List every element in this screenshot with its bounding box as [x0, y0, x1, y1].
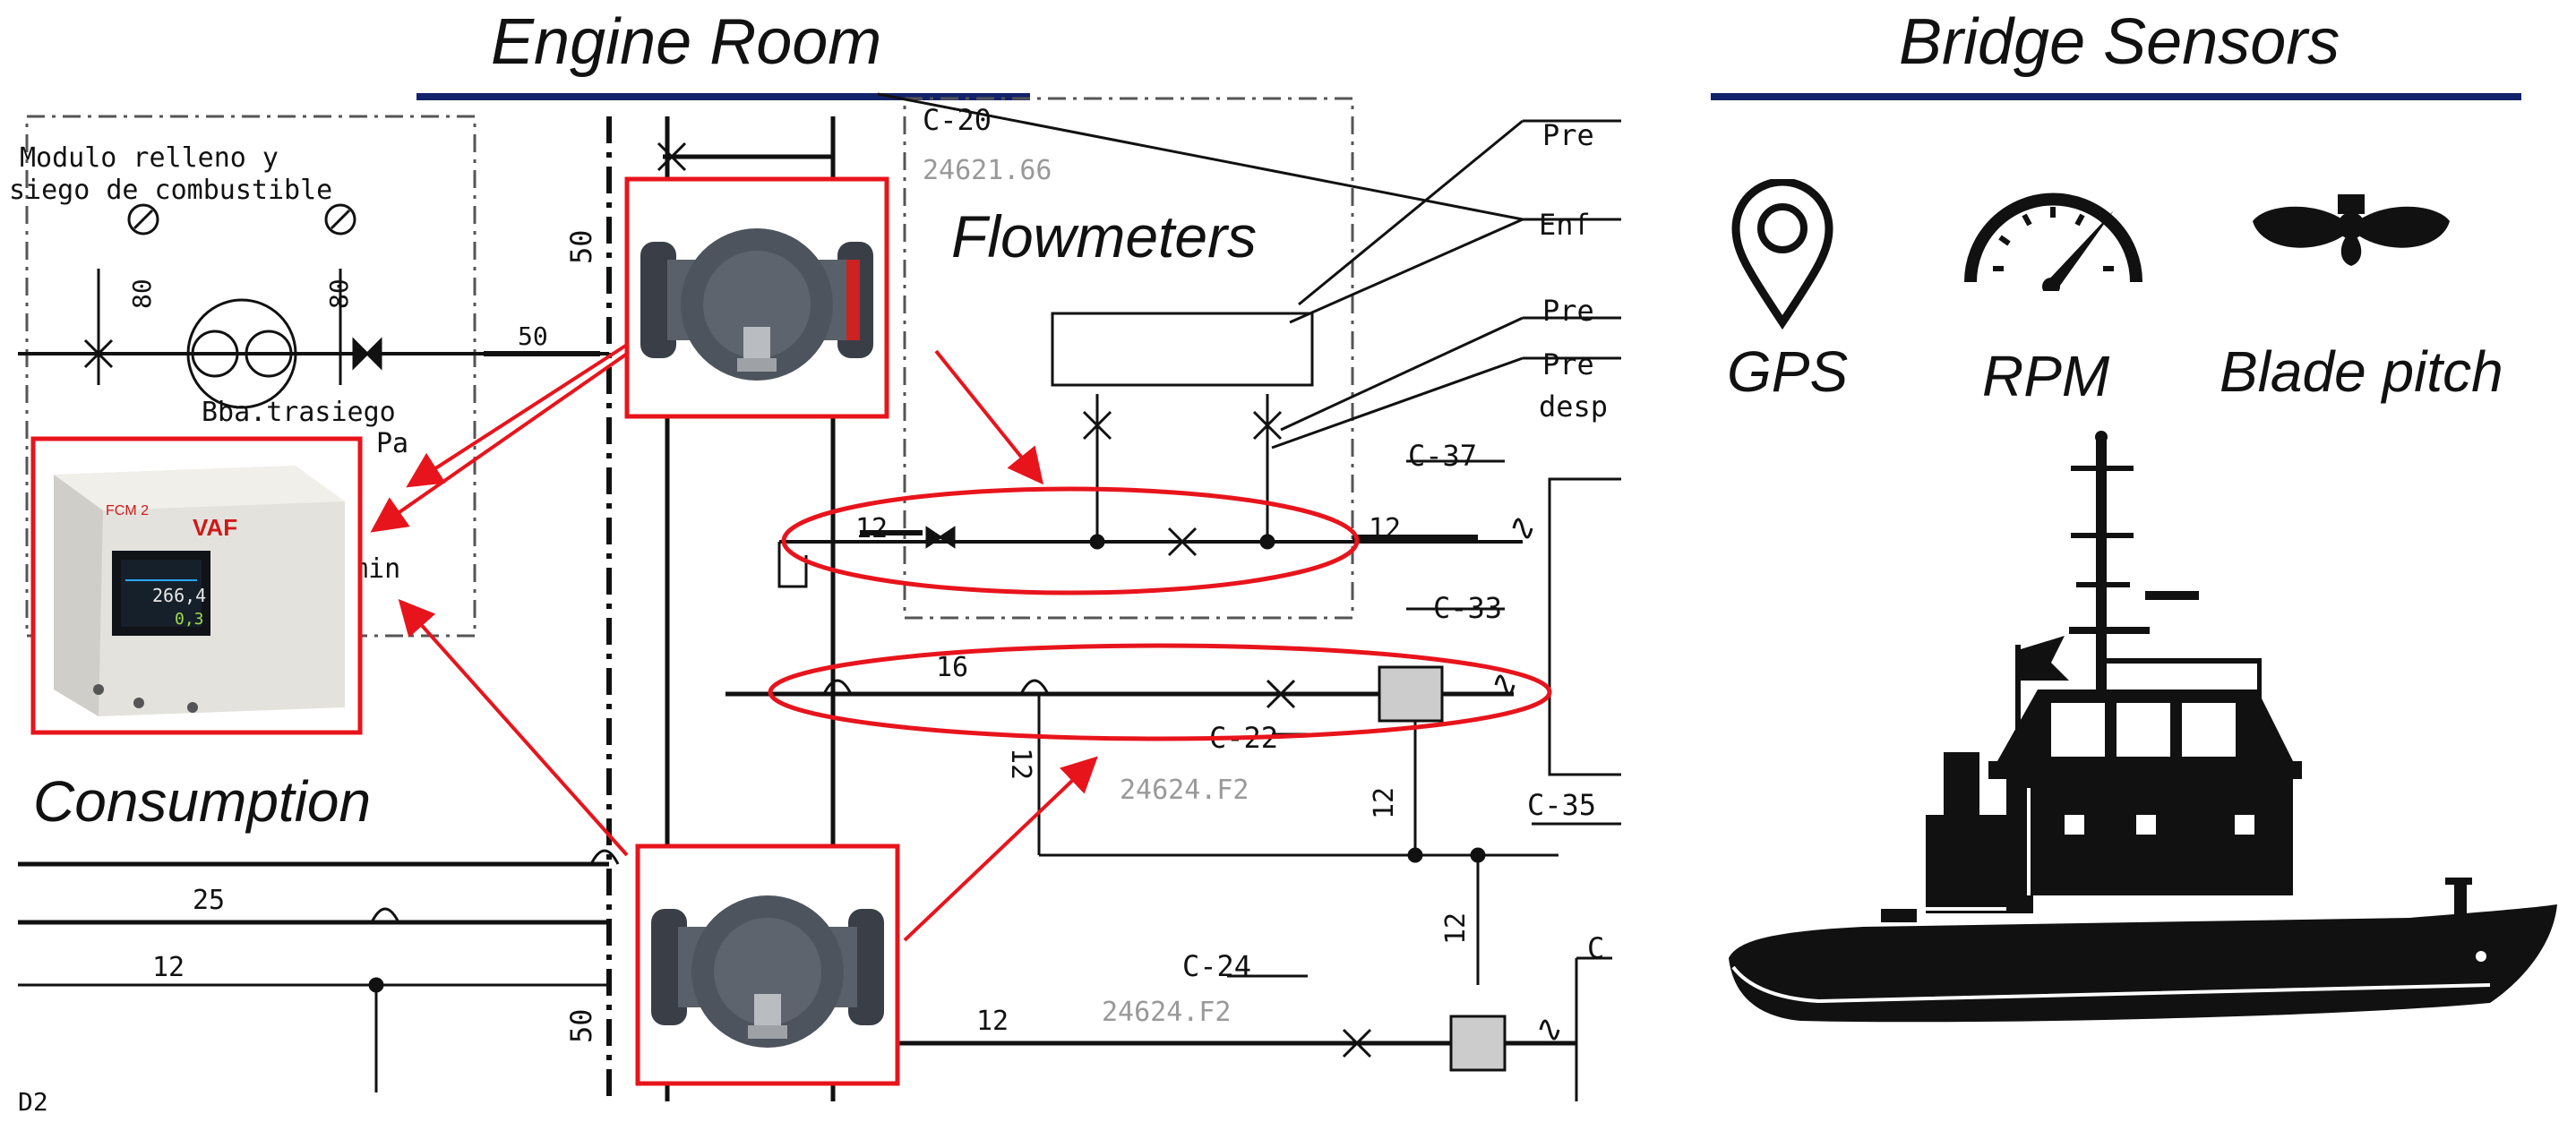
tag-c24-ref: 24624.F2 — [1102, 997, 1232, 1028]
engine-room-title: Engine Room — [491, 6, 882, 78]
tag-c35: C-35 — [1527, 788, 1596, 822]
arrow-top-flowmeter-to-consumption — [406, 343, 629, 488]
tag-c37: C-37 — [1408, 439, 1477, 473]
tag-c24: C-24 — [1182, 949, 1251, 983]
pump-label: Bba.trasiego — [202, 397, 396, 428]
device-brand: VAF — [193, 514, 237, 541]
pipe-size-50-bottom: 50 — [564, 1008, 598, 1043]
tag-c22-ref: 24624.F2 — [1120, 775, 1249, 806]
blade-pitch-label: Blade pitch — [2220, 339, 2503, 404]
speedometer-icon — [1964, 193, 2142, 291]
flowline-highlight-bottom — [768, 643, 1552, 741]
tag-c20: C-20 — [923, 103, 992, 137]
pipe-size-12g: 12 — [976, 1006, 1009, 1037]
tag-pre-2: Pre — [1542, 294, 1594, 328]
module-label-1: Modulo relleno y — [20, 142, 279, 174]
bridge-sensors-title: Bridge Sensors — [1899, 6, 2340, 78]
tugboat-icon — [1729, 431, 2557, 1023]
gps-icon — [1731, 179, 1833, 330]
rpm-label: RPM — [1982, 344, 2110, 408]
pipe-size-80b: 80 — [324, 278, 354, 309]
pipe-size-12b: 12 — [1369, 513, 1401, 544]
pipe-size-50: 50 — [518, 321, 548, 351]
pipe-size-16: 16 — [936, 652, 968, 683]
arrow-flowmeter-to-line — [934, 349, 1044, 485]
pipe-size-12f: 12 — [152, 952, 185, 983]
tag-pre-1: Pre — [1542, 118, 1594, 152]
flowmeters-label: Flowmeters — [951, 203, 1258, 270]
engine-room-rule — [416, 93, 1030, 100]
flowmeter-bottom — [635, 844, 900, 1086]
gps-label: GPS — [1727, 339, 1849, 404]
tag-enf: Enf — [1539, 208, 1591, 242]
pump-unit-label: Pa — [376, 428, 408, 459]
fuel-schematic: Modulo relleno y siego de combustible Bb… — [9, 92, 1621, 1117]
propeller-icon — [2253, 194, 2450, 266]
pipe-size-12a: 12 — [855, 513, 888, 544]
tag-desp: desp — [1539, 390, 1608, 424]
flowline-highlight-top — [781, 486, 1360, 595]
tag-pre-3: Pre — [1542, 347, 1594, 381]
arrow-lower-flowmeter-to-line — [903, 756, 1098, 942]
arrow-top-flowmeter-to-consumption-2 — [370, 352, 629, 533]
tag-d2: D2 — [18, 1087, 48, 1117]
pipe-size-12d: 12 — [1369, 787, 1400, 819]
module-label-2: siego de combustible — [9, 175, 332, 206]
pipe-size-80a: 80 — [127, 278, 157, 309]
tag-c33: C-33 — [1433, 591, 1502, 625]
consumption-label: Consumption — [33, 769, 372, 834]
pipe-size-25: 25 — [193, 885, 225, 916]
pipe-size-50-top: 50 — [564, 229, 598, 264]
bridge-sensors-rule — [1711, 93, 2521, 100]
arrow-bottom-flowmeter-to-consumption — [398, 599, 629, 857]
tag-c20-ref: 24621.66 — [923, 155, 1052, 186]
device-reading-2: 0,3 — [175, 610, 204, 629]
tag-c-cut: C — [1587, 931, 1604, 965]
pipe-size-12e: 12 — [1440, 912, 1472, 945]
device-model: FCM 2 — [106, 503, 149, 518]
consumption-device — [30, 436, 363, 735]
device-reading-1: 266,4 — [152, 585, 206, 606]
pipe-size-12c: 12 — [1005, 748, 1036, 780]
flowmeter-top — [624, 176, 889, 419]
